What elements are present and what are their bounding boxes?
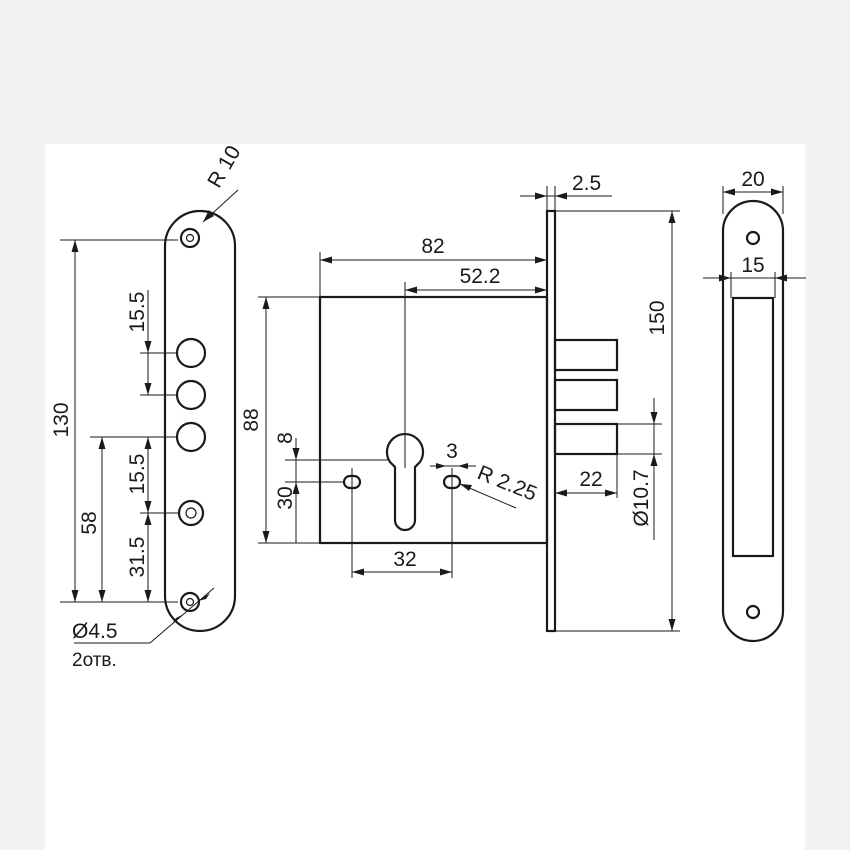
dim-15-5-bottom-label: 15.5: [126, 454, 149, 495]
cylinder-cutout: [385, 432, 425, 532]
faceplate-view: 130 58 15.5 15.5 31.5 R 10 Ø4.5 2отв.: [50, 142, 245, 671]
lock-body-view: 82 52.2 88 8 30 32 3 R 2.25: [240, 172, 680, 633]
strike-bottom-screw-hole: [745, 604, 761, 620]
bolt-hole-2: [175, 379, 207, 411]
dim-31-5-label: 31.5: [126, 537, 149, 578]
dim-20-label: 20: [741, 168, 764, 191]
faceplate-outline: [163, 209, 237, 633]
dim-r2-25-label: R 2.25: [474, 461, 540, 506]
dim-8-label: 8: [274, 432, 297, 444]
dim-2-5-label: 2.5: [572, 172, 601, 195]
lock-case: [318, 295, 549, 545]
strike-plate-view: 20 15: [703, 168, 806, 643]
dim-130-label: 130: [50, 402, 73, 437]
dim-82-label: 82: [421, 235, 444, 258]
dim-58-label: 58: [78, 511, 101, 534]
dim-88-label: 88: [240, 408, 263, 431]
dim-15-label: 15: [741, 254, 764, 277]
dim-32-label: 32: [393, 548, 416, 571]
faceplate-top-screw-hole: [179, 227, 201, 249]
bolt-1: [553, 338, 619, 372]
strike-top-screw-hole: [745, 230, 761, 246]
dim-hole-count-label: 2отв.: [72, 650, 117, 671]
strike-plate-outline: [721, 199, 785, 643]
dim-15-5-top-label: 15.5: [126, 292, 149, 333]
dim-hole-diameter-label: Ø4.5: [72, 620, 118, 643]
strike-plate-opening: [731, 296, 775, 558]
dim-22-label: 22: [579, 468, 602, 491]
lock-faceplate-side: [545, 209, 557, 633]
bolt-2: [553, 378, 619, 412]
latch-hole: [177, 499, 205, 527]
bolt-3: [553, 422, 619, 456]
dim-r10-label: R 10: [203, 142, 245, 192]
dim-10-7-label: Ø10.7: [630, 469, 653, 526]
dim-52-2-label: 52.2: [460, 265, 501, 288]
bolt-hole-3: [175, 421, 207, 453]
bolt-hole-1: [175, 337, 207, 369]
drawing-sheet: [45, 144, 805, 850]
dim-30-label: 30: [274, 486, 297, 509]
dim-3-label: 3: [446, 440, 458, 463]
faceplate-bottom-screw-hole: [179, 591, 201, 613]
dim-150-label: 150: [646, 300, 669, 335]
